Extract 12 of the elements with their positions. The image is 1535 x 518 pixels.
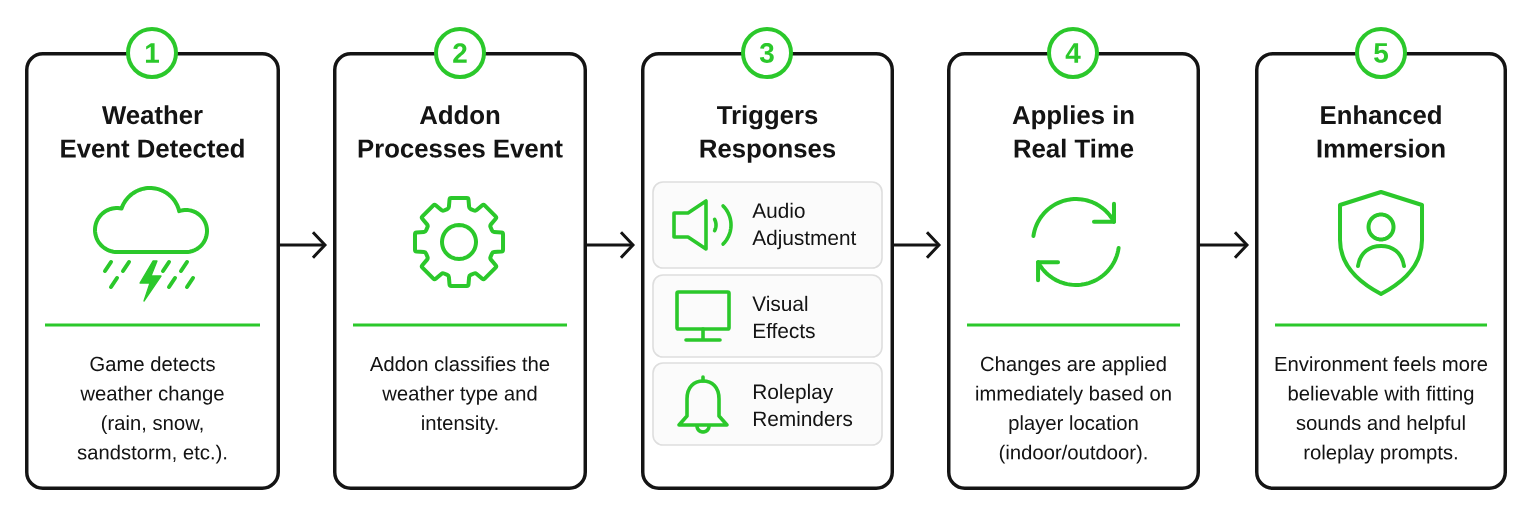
card-title: Triggers Responses	[700, 105, 836, 163]
response-item: Visual Effects	[652, 274, 883, 358]
card-title: Enhanced Immersion	[1317, 105, 1445, 158]
card-description: Game detects weather change (rain, snow, sandstorm, etc.).	[77, 356, 227, 464]
card-title: Applies in Real Time	[1012, 105, 1134, 158]
response-item: Roleplay Reminders	[652, 362, 883, 446]
response-item: Audio Adjustment	[652, 181, 883, 269]
card-title: Addon Processes Event	[358, 105, 563, 158]
card-description: Changes are applied immediately based on player location (indoor/outdoor).	[976, 356, 1171, 464]
card-description: Environment feels more believable with fitting sounds and helpful roleplay prompts.	[1275, 356, 1488, 464]
card-description: Addon classifies the weather type and intensity.	[369, 356, 550, 435]
card-title: Weather Event Detected	[61, 105, 244, 158]
